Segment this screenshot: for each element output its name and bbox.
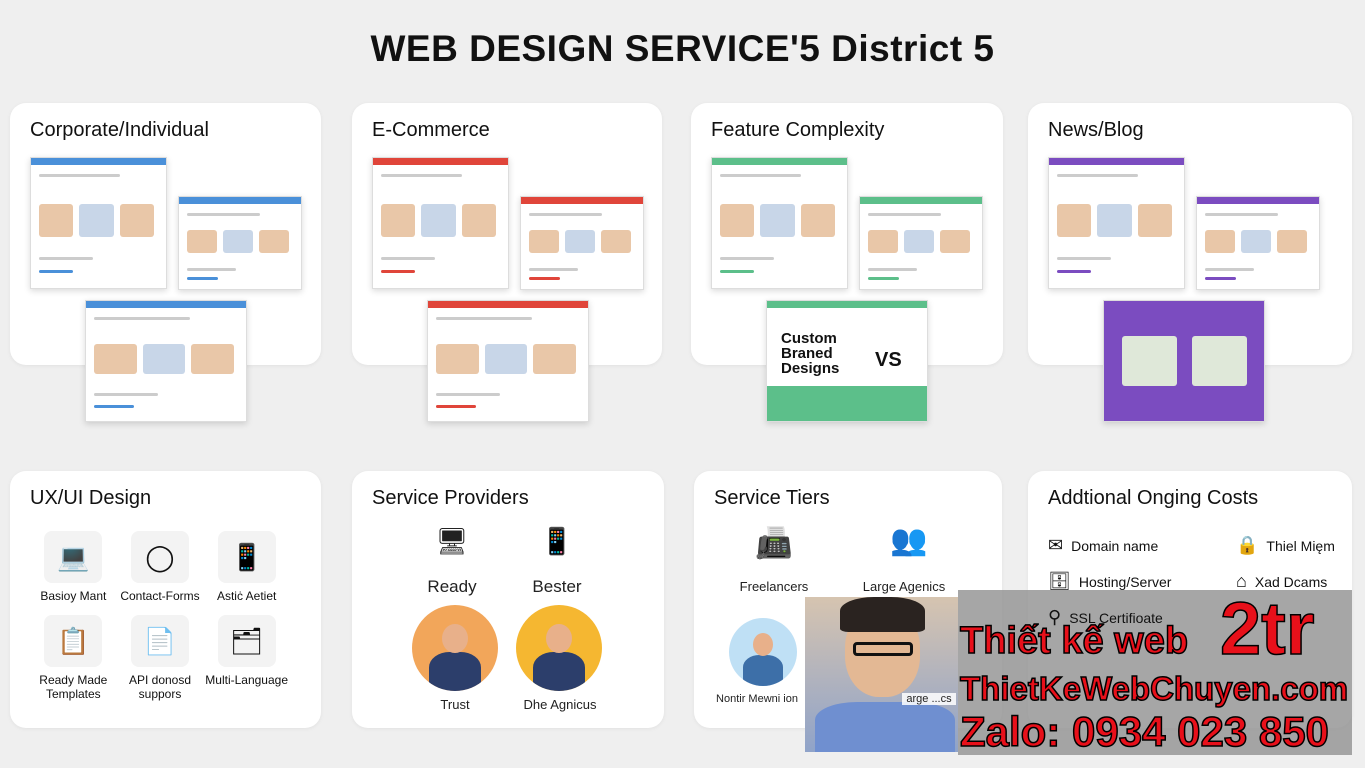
card-title: Service Tiers: [714, 487, 830, 509]
feature-label: API donosd suppors: [128, 673, 192, 701]
cost-item: ⌂ Xad Dcams: [1236, 571, 1327, 592]
provider-label: Dhe Agnicus: [523, 697, 597, 712]
document-icon: 📄: [130, 615, 189, 667]
website-mockup: [427, 300, 589, 422]
card-title: Service Providers: [372, 487, 529, 509]
feature-item: ◯ Contact-Forms: [117, 531, 204, 603]
page-title: WEB DESIGN SERVICE'5 District 5: [370, 28, 995, 69]
website-mockup: [1048, 157, 1185, 289]
templates-icon: 📋: [44, 615, 103, 667]
cost-icon: ⌂: [1236, 571, 1247, 591]
website-mockup: [1196, 196, 1320, 290]
card-uxui: UX/UI Design 💻Basioy Mant◯Contact-Forms📱…: [10, 471, 321, 728]
feature-label: Basioy Mant: [40, 589, 107, 603]
tier-label: Nontir Mewni ion: [716, 693, 798, 705]
card-title: Feature Complexity: [711, 119, 885, 141]
cost-item: 🔒 Thiel Mięm: [1236, 535, 1335, 556]
tier-label: Large Agenics: [862, 579, 946, 594]
feature-label: Ready Made Templates: [39, 673, 108, 701]
feature-item: 📱 Astiċ Aetiet: [203, 531, 290, 603]
vs-label: VS: [875, 349, 902, 371]
feature-item: 🗂 Multi-Language: [203, 615, 290, 701]
cost-label: SSL Certifioate: [1069, 609, 1163, 626]
cost-icon: 🔒: [1236, 535, 1259, 555]
fax-mail-icon: 📠: [755, 527, 793, 560]
card-title: E-Commerce: [372, 119, 490, 141]
provider-label: Trust: [440, 697, 470, 712]
cost-item: ⚲ SSL Certifioate: [1048, 607, 1163, 628]
website-mockup: [1103, 300, 1265, 422]
feature-label: Contact-Forms: [120, 589, 200, 603]
feature-item: 📋 Ready Made Templates: [30, 615, 117, 701]
promo-website: ThietKeWebChuyen.com: [959, 669, 1349, 708]
cost-icon: 🗄: [1048, 571, 1071, 591]
avatar: [516, 605, 602, 691]
promo-headline: Thiết kế web: [959, 619, 1189, 663]
tablets-icon: 📱: [540, 526, 574, 556]
cost-icon: ✉: [1048, 535, 1064, 555]
cost-label: Thiel Mięm: [1266, 537, 1335, 554]
promo-zalo: Zalo: 0934 023 850: [959, 707, 1329, 756]
promo-banner: Thiết kế web 2tr ThietKeWebChuyen.com Za…: [958, 586, 1352, 756]
provider-label: Bester: [532, 577, 582, 596]
website-mockup: [520, 196, 644, 290]
website-mockup: [85, 300, 247, 422]
team-icon: 👥: [890, 524, 928, 557]
laptop-icon: 💻: [44, 531, 103, 583]
card-title: News/Blog: [1048, 119, 1144, 141]
circle-icon: ◯: [130, 531, 189, 583]
promo-price: 2tr: [1219, 586, 1315, 671]
website-mockup: Custom Braned Designs VS: [766, 300, 928, 422]
tier-label: Freelancers: [739, 579, 809, 594]
feature-item: 📄 API donosd suppors: [117, 615, 204, 701]
cost-item: ✉ Domain name: [1048, 535, 1158, 556]
cost-label: Xad Dcams: [1254, 573, 1328, 590]
tier-label: arge ...cs: [902, 693, 956, 705]
website-mockup: [178, 196, 302, 290]
avatar: [729, 618, 797, 686]
feature-label: Multi-Language: [205, 673, 289, 687]
cost-icon: ⚲: [1048, 607, 1062, 627]
card-providers: Service Providers 🖥 📱 Ready Bester Trust…: [352, 471, 664, 728]
website-mockup: [30, 157, 167, 289]
cost-item: 🗄 Hosting/Server: [1048, 571, 1171, 592]
cost-label: Domain name: [1071, 537, 1159, 554]
devices-icon: 🖥: [435, 526, 469, 556]
website-mockup: [859, 196, 983, 290]
mockup-heading: Custom Braned Designs: [781, 330, 840, 377]
cost-label: Hosting/Server: [1078, 573, 1172, 590]
person-photo: [805, 597, 958, 752]
website-mockup: [372, 157, 509, 289]
feature-label: Astiċ Aetiet: [216, 589, 277, 603]
devices-icon: 🗂: [217, 615, 276, 667]
website-mockup: [711, 157, 848, 289]
feature-item: 💻 Basioy Mant: [30, 531, 117, 603]
card-title: Corporate/Individual: [30, 119, 209, 141]
card-title: UX/UI Design: [30, 487, 152, 509]
provider-label: Ready: [427, 577, 477, 596]
tablet-icon: 📱: [217, 531, 276, 583]
card-title: Addtional Onging Costs: [1048, 487, 1259, 509]
avatar: [412, 605, 498, 691]
